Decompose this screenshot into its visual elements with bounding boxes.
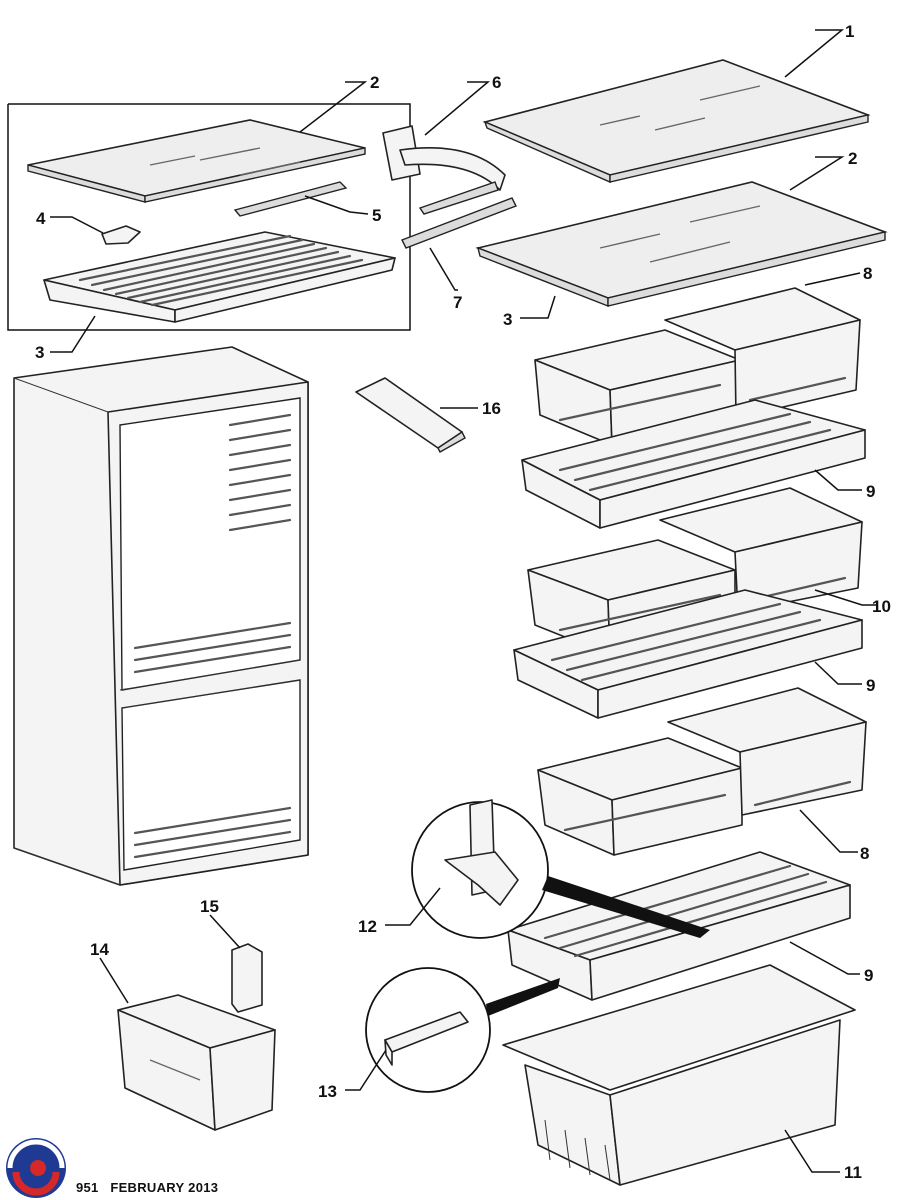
storage-tray-1	[521, 399, 866, 529]
callout-3-left: 3	[35, 343, 44, 362]
assembly-box	[7, 103, 411, 331]
door-bin	[117, 994, 276, 1131]
detail-circle-13	[365, 967, 560, 1093]
callout-7: 7	[453, 293, 462, 312]
crisper-drawer-pair-bottom	[537, 687, 867, 856]
storage-tray-2	[513, 589, 863, 719]
callout-8-bottom: 8	[860, 844, 869, 863]
callout-6: 6	[492, 73, 501, 92]
shelf-slide-rail	[382, 125, 517, 249]
callout-3-right: 3	[503, 310, 512, 329]
glass-shelf-left	[27, 119, 366, 203]
callout-8-top: 8	[863, 264, 872, 283]
door-handle-insert	[355, 377, 466, 453]
callout-5: 5	[372, 206, 381, 225]
glass-shelf-right	[475, 181, 888, 308]
refrigerator-cabinet	[13, 346, 309, 886]
callout-12: 12	[358, 917, 377, 936]
callout-labels: 1 2 2 3 3 4 5 6 7 8 8 9 9 9 10 11 12 13 …	[35, 22, 891, 1182]
callout-2-right: 2	[848, 149, 857, 168]
footer-code: 951	[76, 1180, 99, 1195]
callout-1: 1	[845, 22, 854, 41]
callout-13: 13	[318, 1082, 337, 1101]
storage-tray-3	[507, 851, 851, 1001]
callout-9-top: 9	[866, 482, 875, 501]
leader-lines	[50, 29, 878, 1173]
freezer-bin	[502, 964, 856, 1186]
footer-date: FEBRUARY 2013	[110, 1180, 219, 1195]
callout-15: 15	[200, 897, 219, 916]
footer-code-date: 951 FEBRUARY 2013	[76, 1180, 218, 1195]
glass-shelf-top	[482, 59, 871, 184]
shelf-clip	[101, 225, 141, 245]
detail-circle-12	[411, 799, 710, 939]
callout-2-left: 2	[370, 73, 379, 92]
callout-11: 11	[844, 1163, 862, 1182]
crisper-drawer-pair-top	[534, 287, 861, 446]
brand-logo	[6, 1138, 66, 1198]
callout-10: 10	[872, 597, 891, 616]
grid-tray-left	[43, 231, 396, 323]
callout-4: 4	[36, 209, 46, 228]
callout-16: 16	[482, 399, 501, 418]
egg-holder-cap	[231, 943, 263, 1013]
callout-14: 14	[90, 940, 109, 959]
callout-9-bottom: 9	[864, 966, 873, 985]
shelf-trim-strip	[233, 181, 348, 217]
callout-9-middle: 9	[866, 676, 875, 695]
